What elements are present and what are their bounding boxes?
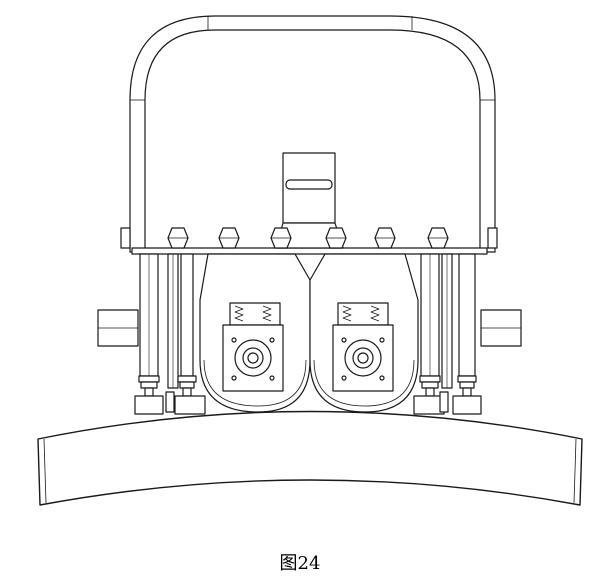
figure-caption: 图24 xyxy=(279,553,321,574)
right-clamp-feet xyxy=(414,376,481,414)
right-legs xyxy=(421,254,475,388)
hex-bolts xyxy=(168,228,448,248)
left-legs xyxy=(140,254,193,388)
left-roller-assembly xyxy=(200,254,310,412)
left-clamp-feet xyxy=(135,376,205,414)
mounting-plate xyxy=(121,153,497,254)
handle-arch xyxy=(130,16,495,252)
rail-section xyxy=(38,412,582,506)
right-roller-assembly xyxy=(310,254,418,412)
